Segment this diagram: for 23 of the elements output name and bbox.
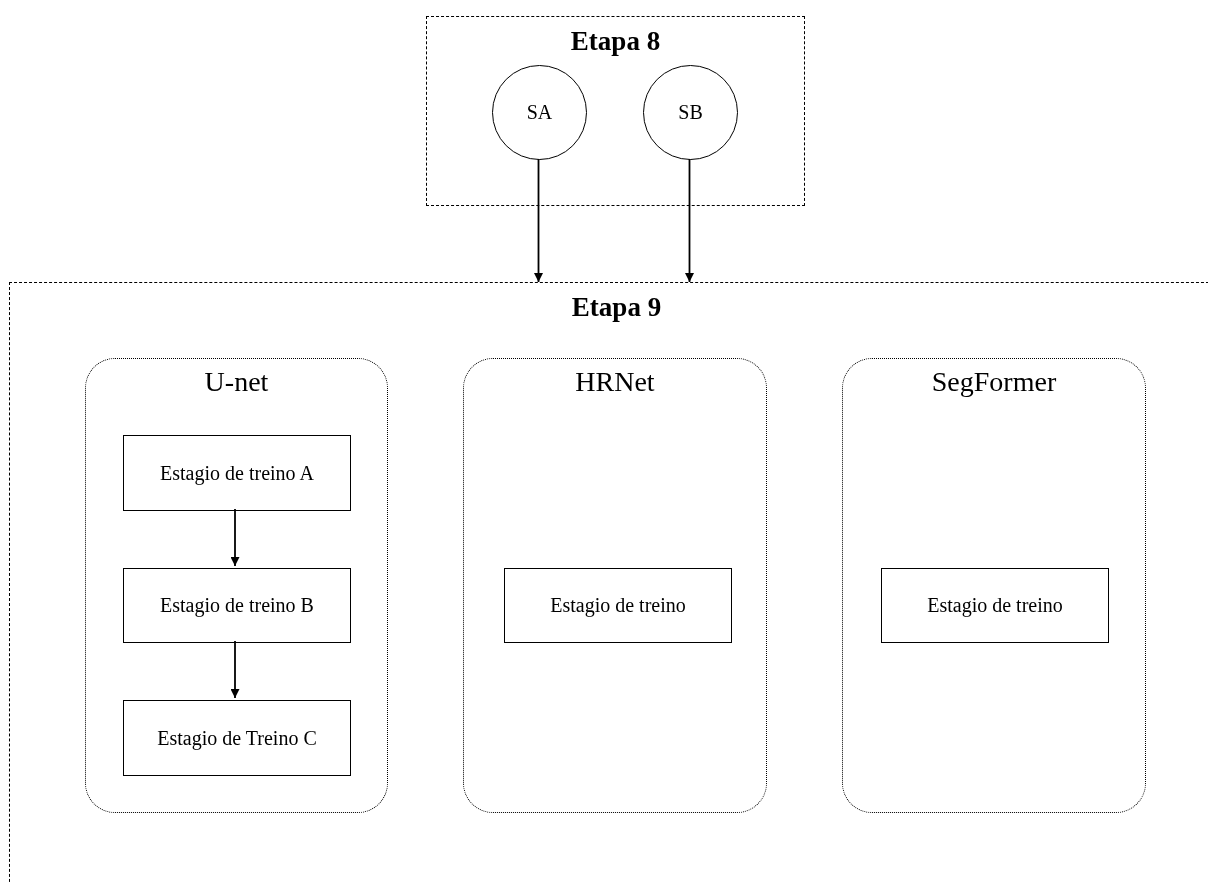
process-box bbox=[504, 568, 732, 643]
model-title: HRNet bbox=[575, 368, 655, 396]
process-label: Estagio de Treino C bbox=[157, 726, 317, 750]
arrow bbox=[230, 508, 240, 567]
stage-group-box bbox=[426, 16, 805, 206]
arrow bbox=[685, 158, 694, 283]
process-box bbox=[123, 568, 351, 643]
process-box bbox=[123, 435, 351, 511]
stage-group-box bbox=[9, 282, 1208, 882]
process-label: Estagio de treino B bbox=[160, 594, 314, 617]
process-box bbox=[881, 568, 1109, 643]
node-label: SA bbox=[526, 101, 553, 124]
process-box bbox=[123, 700, 351, 776]
arrow bbox=[534, 158, 543, 283]
arrow bbox=[230, 640, 240, 699]
stage-title: Etapa 8 bbox=[570, 28, 661, 55]
model-title: U-net bbox=[204, 368, 269, 396]
process-label: Estagio de treino bbox=[550, 594, 686, 617]
process-label: Estagio de treino bbox=[927, 594, 1063, 617]
model-title: SegFormer bbox=[931, 368, 1057, 396]
process-label: Estagio de treino A bbox=[160, 461, 314, 485]
stage-title: Etapa 9 bbox=[571, 294, 662, 321]
node-label: SB bbox=[678, 101, 703, 124]
